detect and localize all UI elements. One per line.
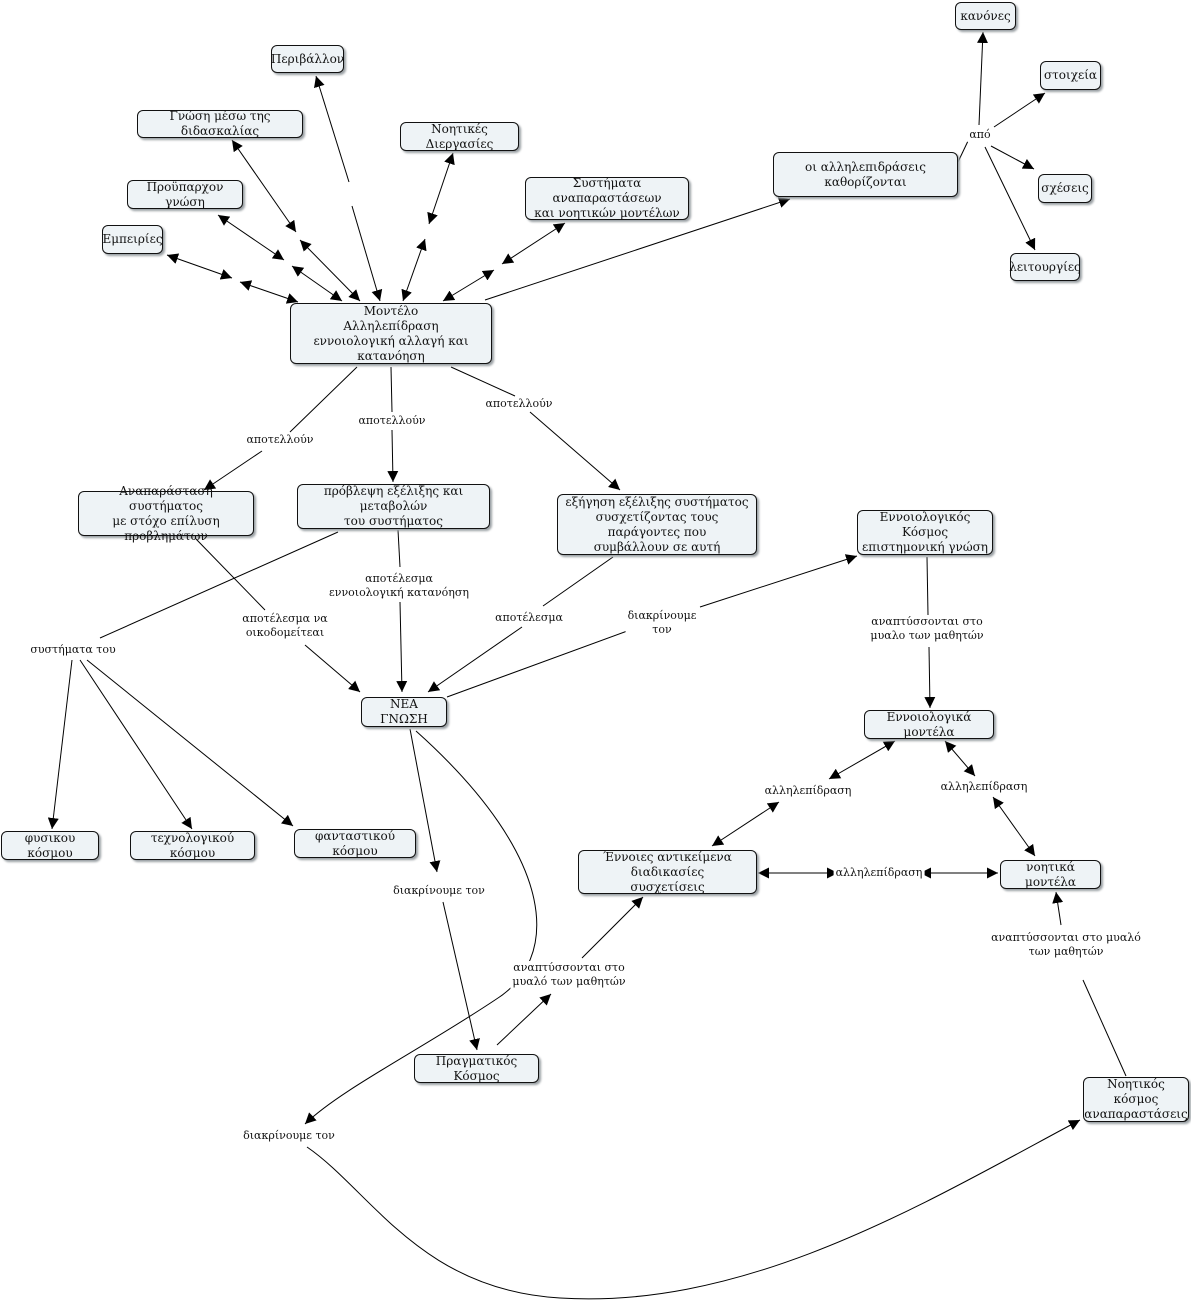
edge-systimata-fantastikou [86,659,294,827]
label-apotelesma-ennoiologiki: αποτέλεσμα εννοιολογική κατανόηση [327,572,471,600]
node-ennoies[interactable]: Έννοιες αντικείμενα διαδικασίες συσχετίσ… [578,850,757,894]
edge-pragmatikos-anaptyssontai [496,993,552,1046]
label-diakrinoume-ton-bottom: διακρίνουμε τον [241,1129,337,1143]
edge-montelo-proyparxon-2 [291,265,343,302]
edge-diakrinoume-bottom-noitikos [306,1119,1081,1300]
node-perivallon[interactable]: Περιβάλλον [271,45,344,73]
edge-systimata-fysikou [47,659,73,830]
node-texnologikou[interactable]: τεχνολογικού κόσμου [130,831,255,860]
node-gnosi-didaskalia[interactable]: Γνώση μέσω της διδασκαλίας [137,109,303,138]
edge-anaparastasi-apotelesma [195,538,266,611]
label-systimata-tou: συστήματα του [28,643,118,657]
node-allilepidraseis[interactable]: οι αλληλεπιδράσεις καθορίζονται [773,152,958,197]
label-apotelloun-3: αποτελλούν [483,397,555,411]
node-noitikes-diergasies[interactable]: Νοητικές Διεργασίες [400,122,519,151]
edge-ennoiologika-allilepidrasi2 [944,740,976,777]
edge-noitikos-anaptyssontai [1082,979,1127,1077]
label-apo: από [967,128,993,142]
edge-allilepidrasi2-noitika [992,796,1036,857]
edge-ennoiologikos-anaptyssontai [926,556,929,616]
edge-apo-stoixeia [993,92,1046,128]
edge-allilepidrasi1-ennoies [711,801,780,847]
edge-anaptyssontai3-noitika [1052,891,1064,926]
edge-anaptyssontai2-ennoies [581,896,644,959]
label-diakrinoume-ton-mid: διακρίνουμε τον [391,884,487,898]
edge-apo-sxeseis [990,145,1035,170]
label-apotelloun-1: αποτελλούν [244,433,316,447]
edge-diakrinoume-ennoiologikos [699,554,858,608]
node-systimata-anaparastaseon[interactable]: Συστήματα αναπαραστάσεων και νοητικών μο… [525,176,689,220]
edge-montelo-systimata-2 [442,269,495,302]
edge-systimata-texnologikou [79,659,193,830]
label-anaptyssontai-3: αναπτύσσονται στο μυαλό των μαθητών [989,931,1143,959]
edge-allilepidraseis-apo [957,140,969,163]
edge-montelo-allilepidraseis [484,197,791,301]
label-apotelesma-na: αποτέλεσμα να οικοδομείτεαι [240,612,330,640]
edge-apo-leitourgies [984,146,1036,251]
node-provlepsi[interactable]: πρόβλεψη εξέλιξης και μεταβολών του συστ… [297,484,490,529]
node-nea-gnosi[interactable]: ΝΕΑ ΓΝΩΣΗ [361,697,447,727]
node-proyparxon[interactable]: Προϋπαρχον γνώση [127,180,243,209]
node-ennoiologikos-kosmos[interactable]: Εννοιολογικός Κόσμος επιστημονική γνώση [857,510,993,555]
node-kanones[interactable]: κανόνες [955,2,1016,30]
node-empeiries[interactable]: Εμπειρίες [102,225,163,254]
edge-provlepsi-apotelesma [397,529,401,568]
node-sxeseis[interactable]: σχέσεις [1038,174,1092,203]
label-allilepidrasi-1: αλληλεπίδραση [762,784,854,798]
node-noitika-montela[interactable]: νοητικά μοντέλα [1000,860,1101,889]
edge-apo-kanones [977,31,989,126]
node-noitikos-kosmos[interactable]: Νοητικός κόσμος αναπαραστάσεις [1083,1077,1189,1122]
edge-montelo-empeiries-2 [239,280,299,304]
edge-montelo-apotelloun3 [450,366,516,397]
edge-montelo-gnosi [231,139,297,233]
edge-apotelesma3-nea [427,626,523,693]
label-anaptyssontai-1: αναπτύσσονται στο μυαλο των μαθητών [868,615,986,643]
label-allilepidrasi-2: αλληλεπίδραση [938,780,1030,794]
edge-provlepsi-systimata [99,531,339,639]
edge-montelo-gnosi-2 [299,239,361,302]
edge-anaptyssontai-ennoiologika [924,646,936,709]
edge-nea-diakrinoume-bottom [304,730,538,1125]
edge-diakrinoume-mid-pragmatikos [442,901,480,1051]
edge-montelo-noitikes [427,152,455,225]
edge-montelo-apotelloun1 [289,366,358,433]
edge-apotelesma-nea [304,644,361,693]
edge-apotelloun3-exigisi [529,411,621,491]
edge-montelo-noitikes-2 [401,238,427,302]
node-fantastikou[interactable]: φανταστικού κόσμου [294,829,416,858]
edge-exigisi-apotelesma [542,556,614,607]
edge-apotelloun1-anaparastasi [203,450,263,491]
edge-montelo-apotelloun2 [390,366,393,413]
edge-montelo-systimata [501,222,566,265]
node-fysikou[interactable]: φυσικου κόσμου [1,831,99,860]
node-ennoiologika-montela[interactable]: Εννοιολογικά μοντέλα [864,710,994,739]
edge-nea-diakrinoume [446,629,631,698]
node-leitourgies[interactable]: λειτουργίες [1009,253,1081,281]
node-anaparastasi[interactable]: Αναπαράσταση συστήματος με στόχο επίλυση… [78,484,254,543]
edge-montelo-perivallon [314,75,350,183]
edge-apotelesma2-nea [396,601,408,693]
edge-ennoiologika-allilepidrasi1 [828,740,896,780]
edge-apotelloun2-provlepsi [387,429,399,483]
node-pragmatikos-kosmos[interactable]: Πραγματικός Κόσμος [414,1054,539,1083]
label-allilepidrasi-3: αλληλεπίδραση [833,866,925,880]
node-stoixeia[interactable]: στοιχεία [1040,61,1101,90]
edge-montelo-empeiries [166,253,233,280]
label-apotelesma: αποτέλεσμα [493,611,565,625]
edge-montelo-proyparxon [217,214,285,261]
node-montelo[interactable]: Μοντέλο Αλληλεπίδραση εννοιολογική αλλαγ… [290,303,492,364]
node-exigisi[interactable]: εξήγηση εξέλιξης συστήματος συσχετίζοντα… [557,494,757,555]
edge-nea-diakrinoume-mid [409,728,441,873]
label-diakrinoume-ton-right: διακρίνουμε τον [625,609,699,637]
label-anaptyssontai-2: αναπτύσσονται στο μυαλό των μαθητών [510,961,628,989]
label-apotelloun-2: αποτελλούν [356,414,428,428]
edge-montelo-perivallon-2 [351,205,383,302]
